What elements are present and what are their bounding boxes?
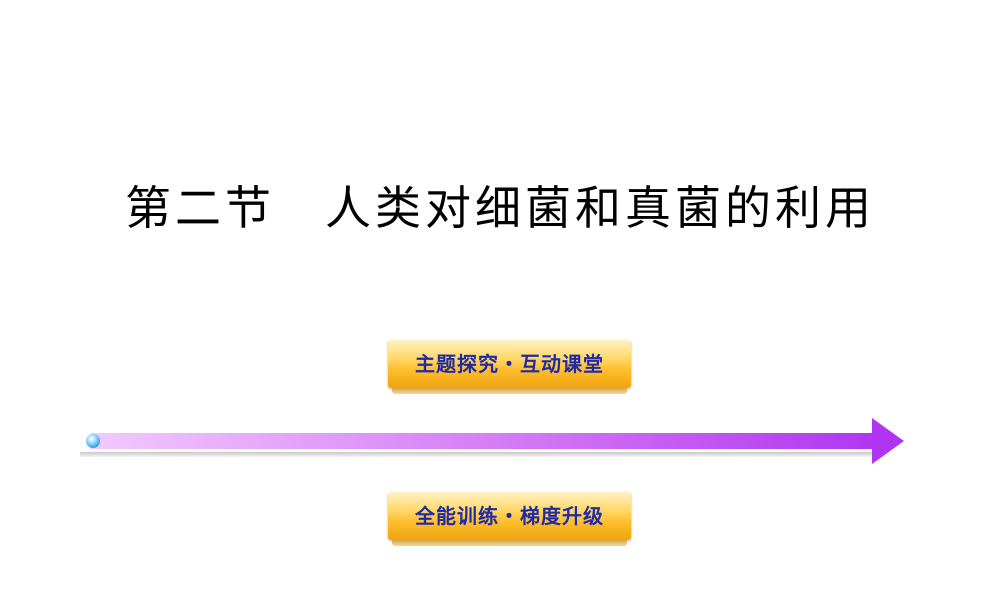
tab-shadow	[392, 388, 627, 394]
tab-plate	[388, 340, 631, 388]
timeline-arrow	[80, 418, 904, 464]
training-tab-label[interactable]: 全能训练・梯度升级	[415, 504, 604, 528]
arrow-shadow	[80, 452, 880, 457]
tab-shadow	[392, 540, 627, 546]
arrow-shaft	[90, 433, 880, 449]
topic-explore-tab[interactable]: 主题探究・互动课堂	[388, 340, 633, 395]
arrow-head	[872, 418, 904, 464]
tab-plate	[388, 492, 631, 540]
training-tab[interactable]: 全能训练・梯度升级	[388, 492, 633, 547]
slide-title: 第二节 人类对细菌和真菌的利用	[125, 181, 875, 235]
arrow-start-dot	[86, 434, 100, 448]
topic-explore-tab-label[interactable]: 主题探究・互动课堂	[415, 352, 604, 376]
